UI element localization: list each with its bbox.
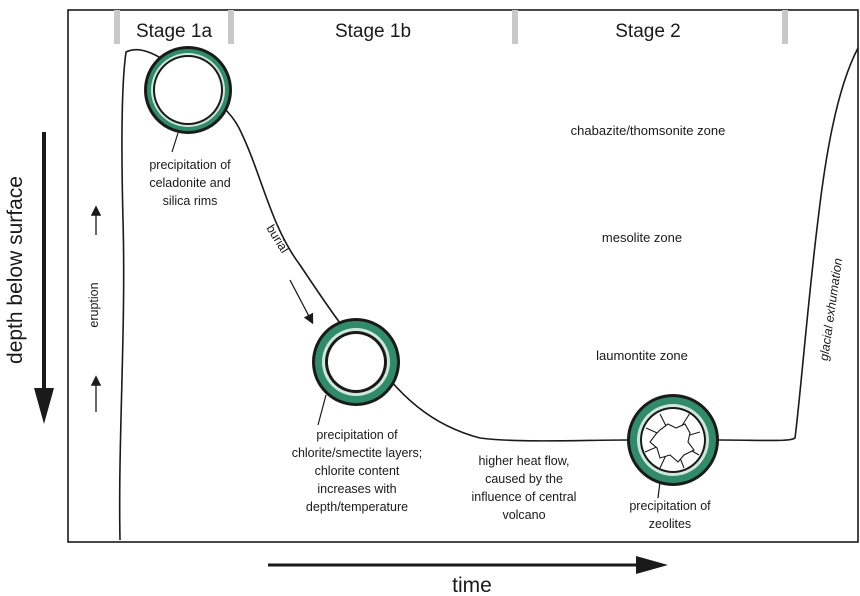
annotation-line: zeolites: [649, 517, 691, 531]
time-axis-arrow: [268, 556, 668, 574]
stage-marker: [228, 10, 234, 44]
annotation-line: chlorite content: [315, 464, 400, 478]
annotation-stage-2: precipitation of zeolites: [629, 499, 711, 531]
stage-marker: [512, 10, 518, 44]
stage-markers: [114, 10, 788, 44]
zeolite-crystals: [644, 412, 701, 469]
burial-label: burial: [263, 222, 291, 255]
annotation-stage-1b: precipitation of chlorite/smectite layer…: [292, 428, 423, 514]
zone-label-laumontite: laumontite zone: [596, 348, 688, 363]
vesicle-stage-1a: [144, 46, 232, 134]
vesicle-stage-2: [627, 394, 719, 486]
stage-marker: [114, 10, 120, 44]
annotation-line: increases with: [317, 482, 396, 496]
leader-line-1a: [171, 132, 179, 153]
leader-line-2: [657, 481, 661, 499]
annotation-line: depth/temperature: [306, 500, 408, 514]
annotation-line: chlorite/smectite layers;: [292, 446, 423, 460]
zone-label-chabazite: chabazite/thomsonite zone: [571, 123, 726, 138]
annotation-line: precipitation of: [149, 158, 231, 172]
stage-label-2: Stage 2: [615, 21, 681, 42]
depth-axis-arrow: [34, 132, 54, 424]
annotation-line: celadonite and: [149, 176, 230, 190]
diagram-frame: [67, 9, 859, 543]
stage-label-1b: Stage 1b: [335, 21, 411, 42]
stage-marker: [782, 10, 788, 44]
stage-label-1a: Stage 1a: [136, 21, 212, 42]
eruption-label: eruption: [87, 282, 101, 327]
zone-label-mesolite: mesolite zone: [602, 230, 682, 245]
time-axis-label: time: [452, 574, 492, 596]
glacial-exhumation-label: glacial exhumation: [817, 257, 845, 362]
annotation-line: silica rims: [163, 194, 218, 208]
annotation-line: higher heat flow,: [478, 454, 569, 468]
depth-axis-label: depth below surface: [4, 176, 27, 364]
annotation-line: precipitation of: [316, 428, 398, 442]
burial-arrow: [289, 279, 314, 325]
vesicle-stage-1b: [312, 318, 400, 406]
annotation-line: precipitation of: [629, 499, 711, 513]
annotation-stage-1a: precipitation of celadonite and silica r…: [149, 158, 231, 208]
leader-line-1b: [317, 394, 327, 426]
annotation-heat-flow: higher heat flow, caused by the influenc…: [472, 454, 577, 522]
annotation-line: volcano: [502, 508, 545, 522]
annotation-line: caused by the: [485, 472, 563, 486]
annotation-line: influence of central: [472, 490, 577, 504]
